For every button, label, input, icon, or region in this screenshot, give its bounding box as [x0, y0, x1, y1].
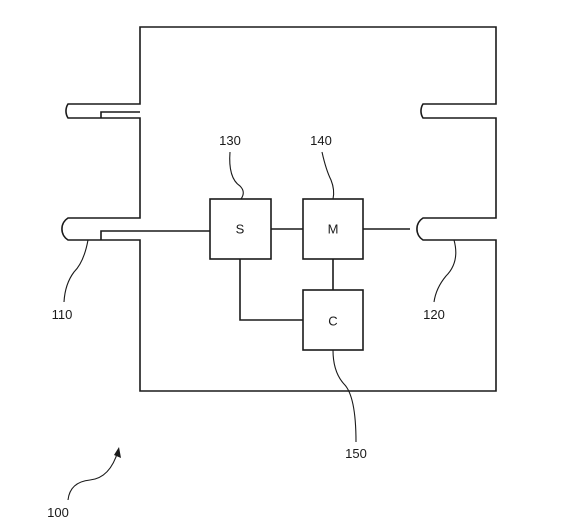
ref-130: 130 [219, 133, 241, 148]
ref-120: 120 [423, 307, 445, 322]
ref-140: 140 [310, 133, 332, 148]
block-m-label: M [328, 222, 339, 237]
lower-prong-strip [100, 230, 210, 240]
block-s: S [209, 198, 272, 260]
ref-110: 110 [52, 307, 73, 322]
ref-150: 150 [345, 446, 367, 461]
block-c-label: C [328, 314, 337, 329]
leader-120 [433, 239, 457, 303]
leader-150 [332, 349, 357, 443]
device-housing [61, 26, 497, 392]
block-s-label: S [236, 222, 245, 237]
leader-140 [321, 151, 335, 200]
leader-130 [229, 151, 244, 200]
wire-s-c [239, 259, 303, 321]
leader-100 [67, 450, 119, 501]
leader-110 [63, 239, 89, 303]
upper-prong-strip [100, 111, 140, 118]
ref-100: 100 [47, 505, 69, 520]
block-c: C [302, 289, 364, 351]
block-m: M [302, 198, 364, 260]
arrowhead-100 [114, 447, 121, 458]
